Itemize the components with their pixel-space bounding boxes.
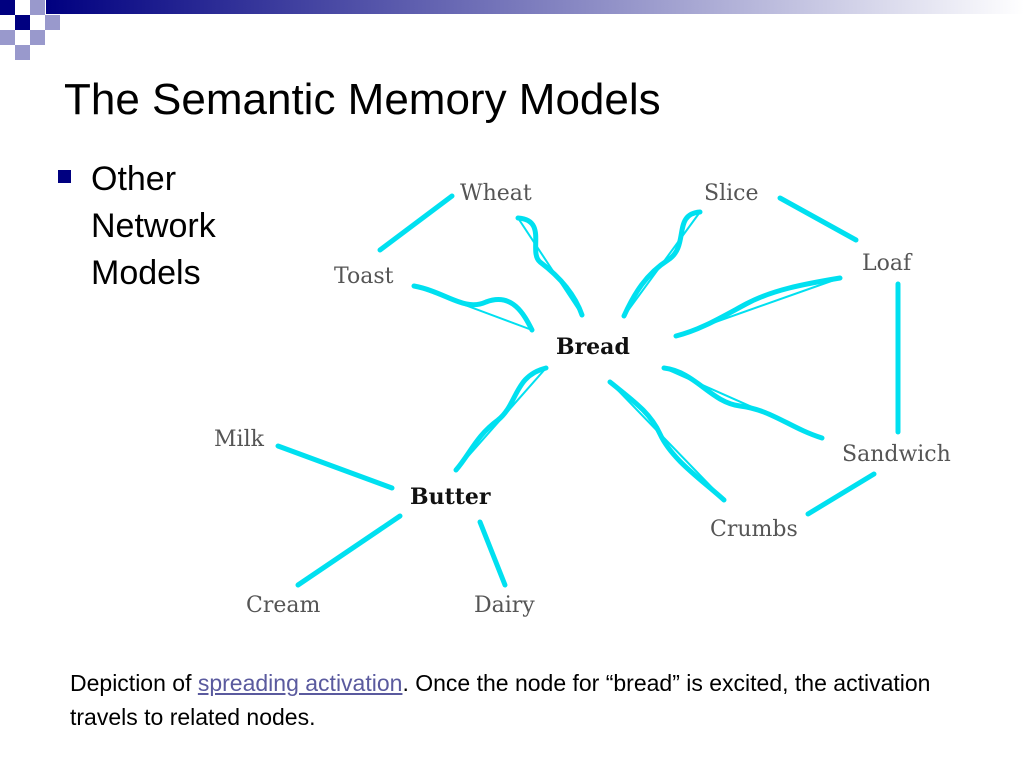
activation-wave-crumbs [607,379,727,503]
node-butter: Butter [410,484,491,510]
activation-wave-sandwich [661,365,825,441]
activation-wave-loaf [673,275,843,339]
node-sandwich: Sandwich [842,442,951,467]
slide-title: The Semantic Memory Models [64,75,661,124]
activation-wave-wheat [515,215,585,318]
edge-butter-dairy [477,519,508,588]
node-cream: Cream [246,593,320,618]
activation-wave-butter [453,365,549,473]
bullet-text: Other Network Models [91,160,216,292]
edge-sandwich-crumbs [805,471,877,517]
node-crumbs: Crumbs [710,517,798,542]
edge-slice-loaf [777,195,859,243]
activation-wave-slice [621,209,703,319]
node-toast: Toast [334,264,394,289]
activation-wave-toast [411,283,535,333]
caption-prefix: Depiction of [70,670,198,696]
edge-milk-butter [275,443,395,491]
node-dairy: Dairy [474,593,535,618]
edge-toast-wheat [377,193,455,253]
square-bullet-icon [58,170,71,183]
node-wheat: Wheat [460,181,532,206]
bullet-item: Other Network Models [58,156,281,297]
node-loaf: Loaf [862,251,913,276]
corner-squares-decoration [0,0,1024,60]
caption-suffix: . Once the node for “bread” is excited, … [70,670,931,730]
edge-butter-cream [295,513,403,588]
node-milk: Milk [214,427,265,452]
spreading-activation-link[interactable]: spreading activation [197,670,403,696]
node-slice: Slice [704,181,758,206]
node-bread: Bread [556,334,630,360]
caption: Depiction of spreading activation. Once … [70,666,970,734]
